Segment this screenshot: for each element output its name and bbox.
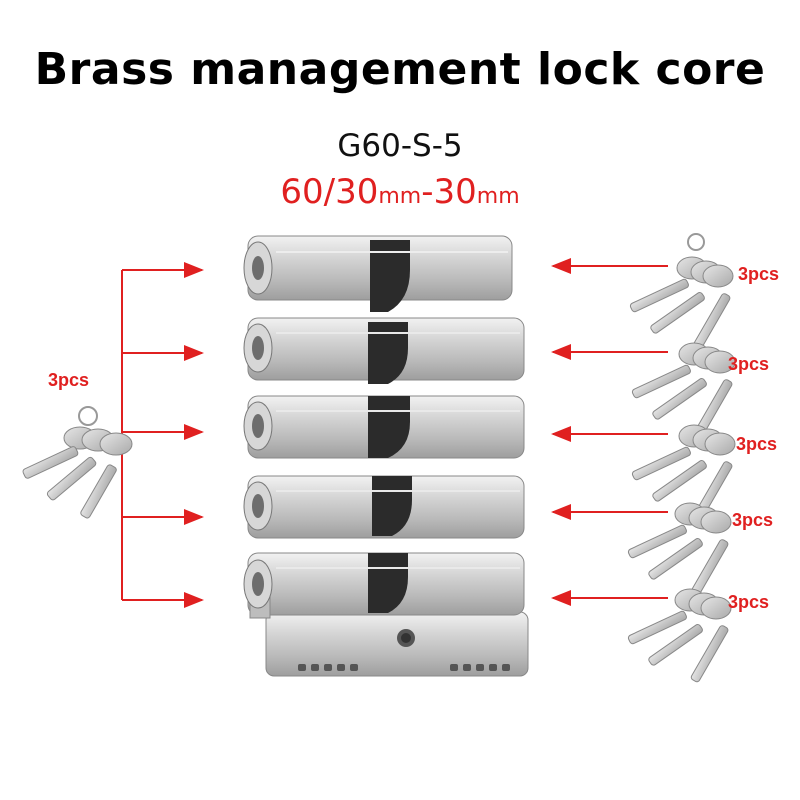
right-arrows: [551, 258, 668, 606]
key-bundle-icon: [631, 342, 736, 437]
size-unit-2: mm: [476, 184, 520, 209]
right-keys-qty-label-1: 3pcs: [738, 264, 780, 284]
key-bundle-icon: [627, 502, 732, 597]
lock-cylinder-icon: [243, 317, 525, 384]
size-spec: 60/30mm-30mm: [0, 172, 800, 212]
size-part-2: -30: [421, 172, 477, 212]
lock-cylinder-base: [265, 611, 529, 677]
right-keys-qty-label-2: 3pcs: [728, 354, 770, 374]
key-bundle-icon: [629, 233, 734, 351]
size-unit-1: mm: [378, 184, 422, 209]
right-keys-qty-label-4: 3pcs: [732, 510, 774, 530]
size-part-1: 60/30: [280, 172, 379, 212]
left-bracket: [121, 262, 204, 608]
key-bundle-icon: [22, 406, 133, 519]
lock-cylinder-icon: [243, 235, 513, 312]
model-number: G60-S-5: [337, 128, 463, 164]
key-bundle-icon: [631, 424, 736, 519]
key-bundle-icon: [627, 588, 732, 683]
lock-cylinder-icon: [243, 475, 525, 539]
lock-cylinder-icon: [243, 552, 525, 619]
lock-cylinder-stack: [243, 235, 529, 677]
right-keys-qty-label-5: 3pcs: [728, 592, 770, 612]
lock-cylinder-icon: [243, 395, 525, 459]
product-title: Brass management lock core: [34, 44, 766, 95]
right-keys-qty-label-3: 3pcs: [736, 434, 778, 454]
left-keys-qty-label: 3pcs: [48, 370, 90, 390]
